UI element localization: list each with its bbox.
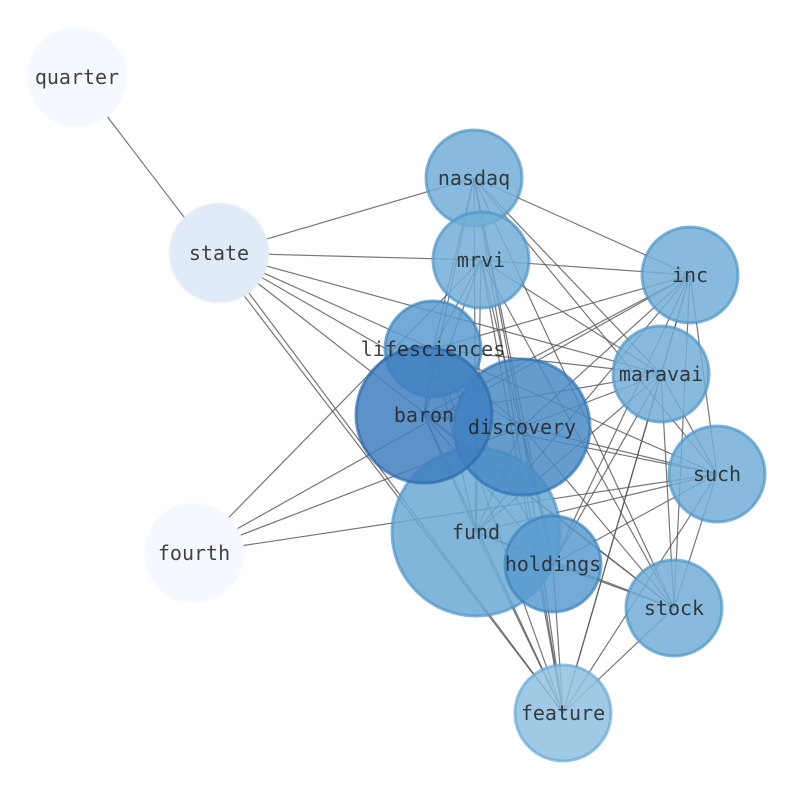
node-label-baron: baron — [394, 403, 454, 427]
node-mrvi[interactable] — [431, 210, 531, 310]
edge-maravai-feature — [562, 373, 662, 714]
edge-inc-holdings — [552, 274, 691, 565]
node-maravai[interactable] — [611, 324, 711, 424]
node-inc[interactable] — [640, 225, 740, 325]
node-label-fourth: fourth — [158, 541, 230, 565]
node-label-maravai: maravai — [619, 362, 703, 386]
node-label-such: such — [693, 462, 741, 486]
node-label-fund: fund — [452, 520, 500, 544]
node-feature[interactable] — [513, 663, 613, 763]
node-quarter[interactable] — [26, 26, 128, 128]
node-baron[interactable] — [354, 345, 494, 485]
node-holdings[interactable] — [503, 514, 603, 614]
node-label-quarter: quarter — [35, 65, 119, 89]
node-label-holdings: holdings — [505, 552, 601, 576]
node-stock[interactable] — [624, 558, 724, 658]
node-label-feature: feature — [521, 701, 605, 725]
node-state[interactable] — [168, 202, 270, 304]
node-label-mrvi: mrvi — [457, 248, 505, 272]
node-label-nasdaq: nasdaq — [438, 166, 510, 190]
node-label-stock: stock — [644, 596, 704, 620]
node-such[interactable] — [667, 424, 767, 524]
label-layer: quarter state fourth nasdaq mrvi inc lifescien… — [35, 65, 741, 725]
node-label-discovery: discovery — [468, 415, 576, 439]
edge-state-feature — [218, 252, 564, 714]
node-layer — [26, 26, 767, 763]
node-fourth[interactable] — [143, 502, 245, 604]
node-label-inc: inc — [672, 263, 708, 287]
node-label-state: state — [189, 241, 249, 265]
node-label-lifesciences: lifesciences — [361, 337, 506, 361]
